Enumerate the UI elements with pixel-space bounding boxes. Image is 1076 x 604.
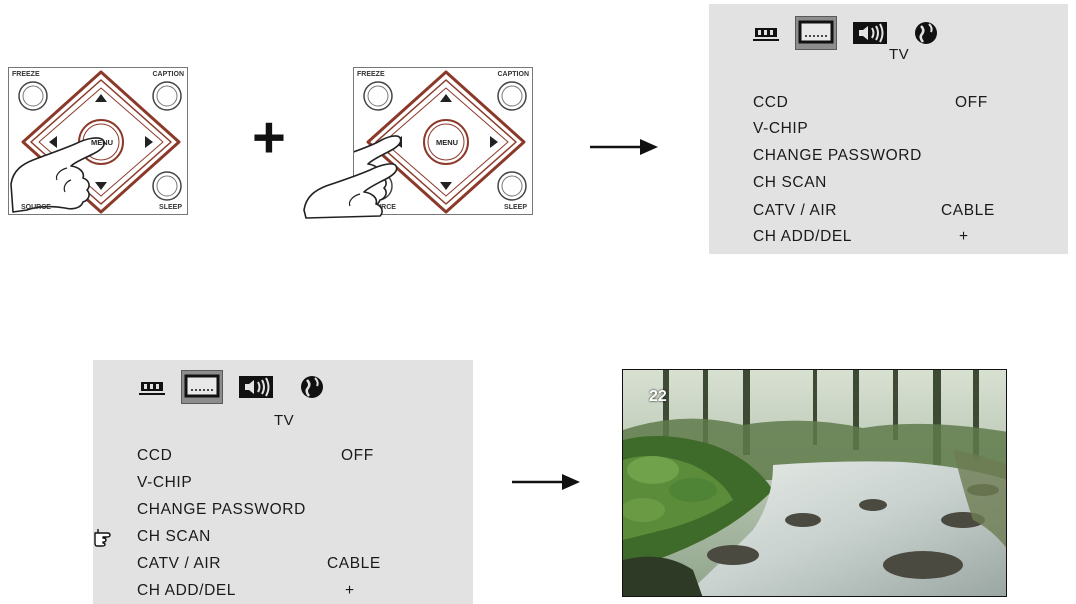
freeze-key-label: FREEZE (357, 71, 385, 78)
menu-item-ccd[interactable]: CCD (753, 94, 789, 111)
remote-diagram-menu-press: FREEZE CAPTION MENU SOURCE SLEEP (8, 67, 188, 215)
forest-stream-image (623, 370, 1006, 596)
menu-icon-row (135, 370, 335, 404)
sleep-key-label: SLEEP (504, 204, 527, 211)
globe-icon[interactable] (295, 372, 329, 402)
freeze-key-label: FREEZE (12, 71, 40, 78)
menu-value-catv-air: CABLE (327, 555, 381, 572)
menu-value-ch-add-del: + (959, 228, 969, 245)
remote-keypad-graphic (10, 70, 182, 214)
menu-item-change-password[interactable]: CHANGE PASSWORD (137, 501, 306, 518)
plus-sign: + (252, 105, 286, 170)
menu-value-ccd: OFF (341, 447, 374, 464)
globe-icon[interactable] (909, 18, 943, 48)
menu-value-ccd: OFF (955, 94, 988, 111)
tv-screen-icon[interactable] (795, 16, 837, 50)
menu-item-catv-air[interactable]: CATV / AIR (137, 555, 222, 572)
picture-icon[interactable] (749, 18, 783, 48)
menu-item-ch-add-del[interactable]: CH ADD/DEL (753, 228, 853, 245)
menu-value-ch-add-del: + (345, 582, 355, 599)
speaker-icon[interactable] (237, 372, 275, 402)
menu-item-ch-add-del[interactable]: CH ADD/DEL (137, 582, 237, 599)
speaker-icon[interactable] (851, 18, 889, 48)
remote-keypad-graphic (354, 70, 527, 214)
menu-key-label: MENU (90, 138, 114, 147)
menu-item-ch-scan-selected[interactable]: CH SCAN (137, 528, 211, 545)
right-arrow-icon (590, 139, 658, 155)
menu-mode-title: TV (889, 46, 910, 63)
menu-item-catv-air[interactable]: CATV / AIR (753, 202, 838, 219)
right-arrow-icon (512, 474, 580, 490)
pointing-hand-illustration (303, 163, 398, 219)
menu-key-label: MENU (435, 138, 459, 147)
sleep-key-label: SLEEP (159, 204, 182, 211)
menu-mode-title: TV (274, 412, 295, 429)
tv-picture-forest-stream: 22 (622, 369, 1007, 597)
tv-menu-panel-scan: TV CCD OFF V-CHIP CHANGE PASSWORD CH SCA… (93, 360, 473, 604)
menu-icon-row (749, 16, 949, 50)
menu-item-ch-scan[interactable]: CH SCAN (753, 174, 827, 191)
caption-key-label: CAPTION (497, 71, 530, 78)
caption-key-label: CAPTION (152, 71, 185, 78)
menu-value-catv-air: CABLE (941, 202, 995, 219)
menu-item-v-chip[interactable]: V-CHIP (753, 120, 809, 137)
menu-item-v-chip[interactable]: V-CHIP (137, 474, 193, 491)
tv-screen-icon[interactable] (181, 370, 223, 404)
menu-item-change-password[interactable]: CHANGE PASSWORD (753, 147, 922, 164)
tv-menu-panel: TV CCD OFF V-CHIP CHANGE PASSWORD CH SCA… (709, 4, 1068, 254)
source-key-label: SOURCE (21, 204, 51, 211)
menu-item-ccd[interactable]: CCD (137, 447, 173, 464)
pointing-hand-cursor-icon (93, 527, 113, 547)
remote-diagram-left-press: FREEZE CAPTION MENU SOURCE SLEEP (353, 67, 533, 215)
channel-number: 22 (649, 388, 667, 405)
picture-icon[interactable] (135, 372, 169, 402)
